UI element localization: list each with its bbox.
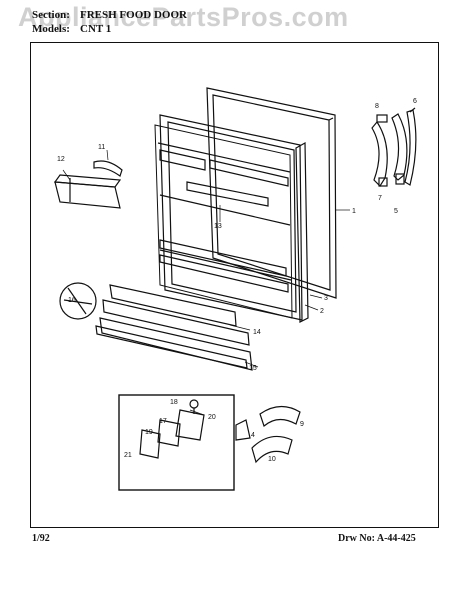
- door-gasket: [159, 114, 309, 323]
- callout-6: 6: [413, 98, 417, 105]
- callout-15: 15: [249, 365, 257, 372]
- inset-hinge-parts: [139, 399, 205, 459]
- door-outer-panel: [206, 87, 337, 299]
- door-shelves: [95, 284, 253, 371]
- detail-circle: [59, 282, 97, 320]
- callout-12: 12: [57, 156, 65, 163]
- revision-date: 1/92: [32, 533, 50, 544]
- inset-box: [118, 394, 235, 491]
- leader-lines: [62, 149, 350, 416]
- watermark-text: AppliancePartsPros.com: [18, 2, 349, 32]
- callout-10: 10: [268, 456, 276, 463]
- loose-hinge-parts: [235, 405, 301, 464]
- callout-4: 4: [251, 432, 255, 439]
- callout-17: 17: [159, 418, 167, 425]
- callout-8: 8: [375, 103, 379, 110]
- callout-1: 1: [352, 208, 356, 215]
- door-liner: [154, 124, 293, 319]
- callout-16: 16: [68, 297, 76, 304]
- callout-7: 7: [378, 195, 382, 202]
- callout-11: 11: [98, 144, 105, 151]
- butter-compartment: [53, 160, 123, 209]
- callout-9: 9: [300, 421, 304, 428]
- model-value: CNT 1: [80, 23, 112, 35]
- callout-labels: 1 2 3 4 5 6 7 8 9 10 11 12 13 14 15 16 1…: [57, 98, 417, 463]
- callout-3: 3: [324, 295, 328, 302]
- callout-20: 20: [208, 414, 216, 421]
- diagram-frame: [30, 42, 439, 528]
- section-value: FRESH FOOD DOOR: [80, 9, 187, 21]
- section-label: Section:: [32, 9, 70, 21]
- model-label: Models:: [32, 23, 70, 35]
- callout-19: 19: [145, 429, 153, 436]
- callout-5: 5: [394, 208, 398, 215]
- callout-2: 2: [320, 308, 324, 315]
- drawing-number: Drw No: A-44-425: [338, 533, 416, 544]
- callout-18: 18: [170, 399, 178, 406]
- callout-21: 21: [124, 452, 132, 459]
- hinge-parts: [371, 107, 417, 187]
- callout-14: 14: [253, 329, 261, 336]
- callout-13: 13: [214, 223, 222, 230]
